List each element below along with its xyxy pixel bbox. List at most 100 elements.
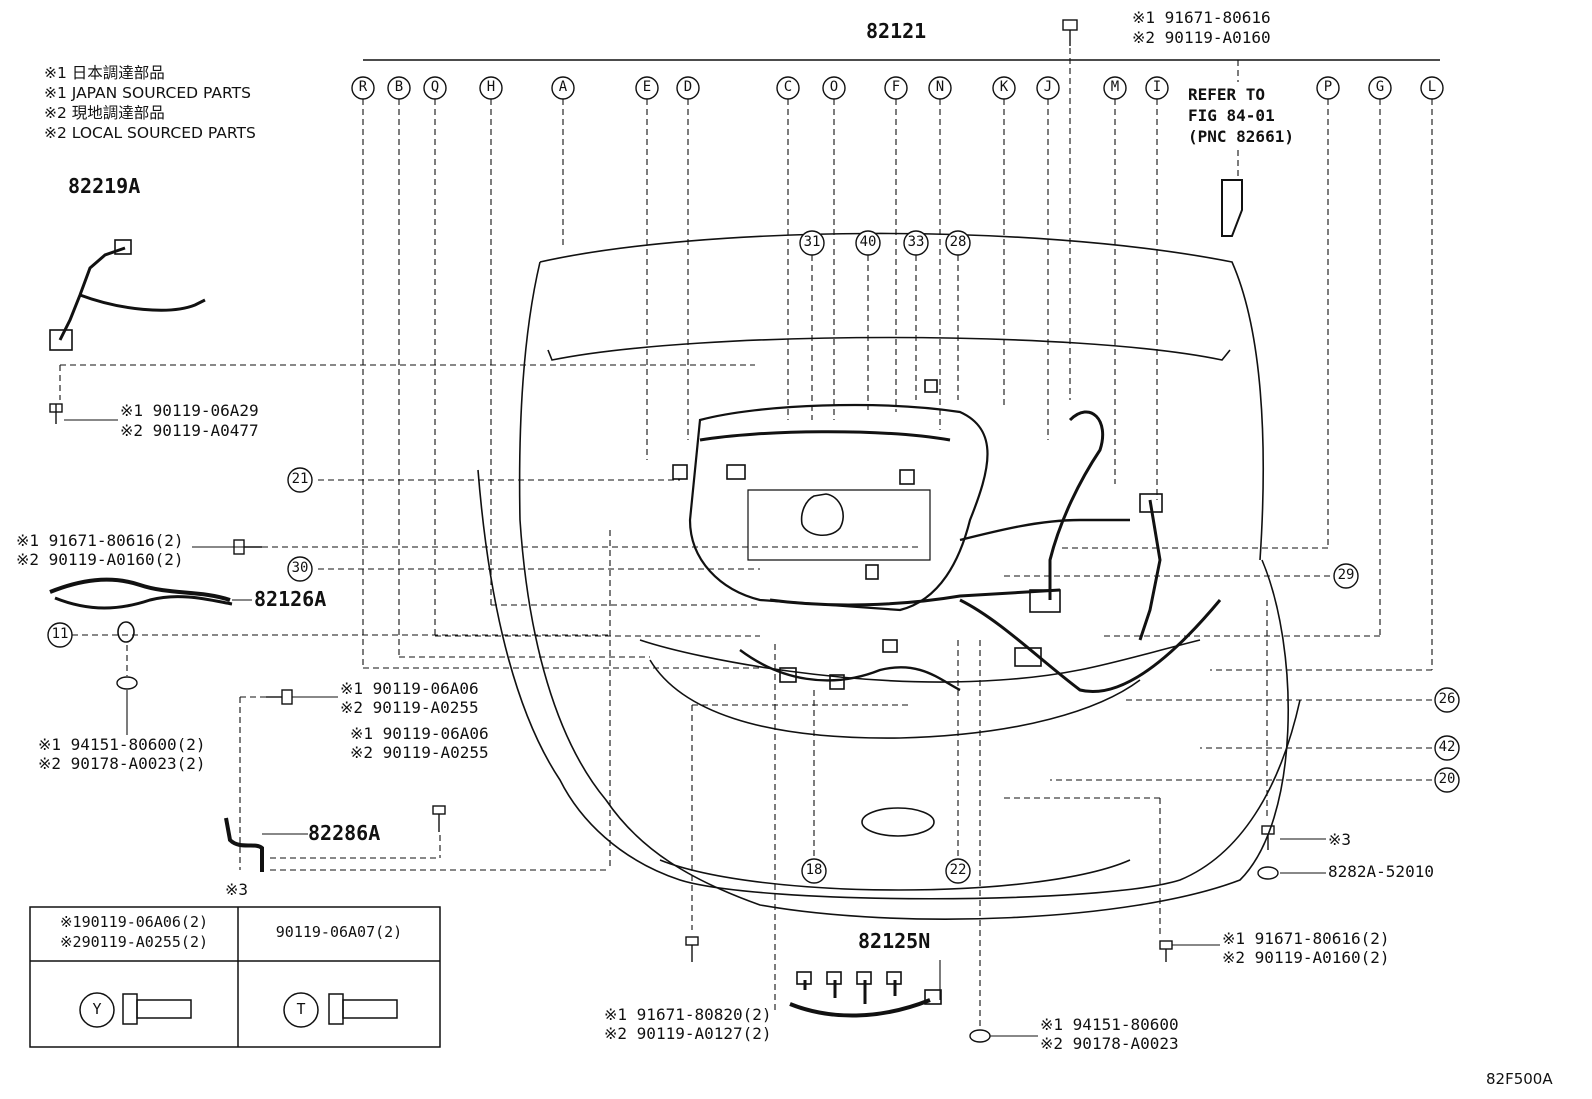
legend-japan-jp: ※1 日本調達部品 xyxy=(44,64,165,82)
fastener-8-japan: ※1 91671-80616(2) xyxy=(1222,929,1390,948)
fastener-4-japan: ※1 90119-06A06 xyxy=(340,679,479,698)
legend-local-jp: ※2 現地調達部品 xyxy=(44,104,165,122)
connector-circle-h xyxy=(479,76,503,100)
callout-number-20: 20 xyxy=(1438,771,1456,787)
legend-japan-en: ※1 JAPAN SOURCED PARTS xyxy=(44,84,251,102)
fastener-3-local: ※2 90178-A0023(2) xyxy=(38,754,206,773)
connector-letter-k: K xyxy=(999,79,1009,95)
connector-circle-e xyxy=(635,76,659,100)
callout-circle-29 xyxy=(1333,563,1359,589)
fastener-8-local: ※2 90119-A0160(2) xyxy=(1222,948,1390,967)
connector-circle-r xyxy=(351,76,375,100)
callout-circle-26 xyxy=(1434,687,1460,713)
clip-part-number: 8282A-52010 xyxy=(1328,862,1434,881)
note-3-marker: ※3 xyxy=(225,880,249,899)
fastener-5-japan: ※1 90119-06A06 xyxy=(350,724,489,743)
callout-number-11: 11 xyxy=(51,626,69,642)
connector-circle-q xyxy=(423,76,447,100)
refer-line-1: REFER TO xyxy=(1188,85,1266,104)
connector-circle-l xyxy=(1420,76,1444,100)
fastener-6-japan: ※1 91671-80820(2) xyxy=(604,1005,772,1024)
callout-circle-21 xyxy=(287,467,313,493)
legend-local-en: ※2 LOCAL SOURCED PARTS xyxy=(44,124,256,142)
part-82121-label: 82121 xyxy=(866,19,927,43)
fastener-2-japan: ※1 91671-80616(2) xyxy=(16,531,184,550)
connector-letter-r: R xyxy=(358,79,368,95)
connector-circle-g xyxy=(1368,76,1392,100)
connector-letter-e: E xyxy=(642,79,652,95)
connector-circle-f xyxy=(884,76,908,100)
connector-letter-o: O xyxy=(829,79,839,95)
callout-number-26: 26 xyxy=(1438,691,1456,707)
callout-number-30: 30 xyxy=(291,560,309,576)
fastener-4-local: ※2 90119-A0255 xyxy=(340,698,479,717)
connector-letter-b: B xyxy=(394,79,404,95)
callout-number-21: 21 xyxy=(291,471,309,487)
table-left-japan: ※190119-06A06(2) xyxy=(59,913,209,931)
callout-circle-11 xyxy=(47,622,73,648)
refer-line-2: FIG 84-01 xyxy=(1188,106,1275,125)
connector-circle-c xyxy=(776,76,800,100)
connector-letter-l: L xyxy=(1427,79,1437,95)
callout-circle-40 xyxy=(855,230,881,256)
fastener-6-local: ※2 90119-A0127(2) xyxy=(604,1024,772,1043)
part-82219a-label: 82219A xyxy=(68,174,141,198)
callout-circle-42 xyxy=(1434,735,1460,761)
note-3-bolt-marker: ※3 xyxy=(1328,830,1352,849)
connector-letter-p: P xyxy=(1323,79,1333,95)
callout-circle-20 xyxy=(1434,767,1460,793)
connector-letter-i: I xyxy=(1152,79,1162,95)
connector-circle-i xyxy=(1145,76,1169,100)
callout-circle-22 xyxy=(945,858,971,884)
callout-number-29: 29 xyxy=(1337,567,1355,583)
connector-circle-o xyxy=(822,76,846,100)
callout-number-33: 33 xyxy=(907,234,925,250)
connector-circle-d xyxy=(676,76,700,100)
callout-circle-30 xyxy=(287,556,313,582)
callout-circle-31 xyxy=(799,230,825,256)
connector-letter-h: H xyxy=(486,79,496,95)
refer-line-3: (PNC 82661) xyxy=(1188,127,1294,146)
table-symbol-y: Y xyxy=(92,1000,102,1018)
callout-number-40: 40 xyxy=(859,234,877,250)
fastener-3-japan: ※1 94151-80600(2) xyxy=(38,735,206,754)
connector-circle-a xyxy=(551,76,575,100)
connector-letter-m: M xyxy=(1110,79,1120,95)
fastener-5-local: ※2 90119-A0255 xyxy=(350,743,489,762)
connector-circle-k xyxy=(992,76,1016,100)
connector-letter-d: D xyxy=(683,79,693,95)
connector-letter-j: J xyxy=(1043,79,1053,95)
callout-circle-28 xyxy=(945,230,971,256)
callout-number-22: 22 xyxy=(949,862,967,878)
connector-circle-m xyxy=(1103,76,1127,100)
connector-letter-a: A xyxy=(558,79,568,95)
top-bolt-japan: ※1 91671-80616 xyxy=(1132,8,1271,27)
fastener-1-local: ※2 90119-A0477 xyxy=(120,421,259,440)
fastener-7-local: ※2 90178-A0023 xyxy=(1040,1034,1179,1053)
callout-number-18: 18 xyxy=(805,862,823,878)
callout-circle-18 xyxy=(801,858,827,884)
fastener-2-local: ※2 90119-A0160(2) xyxy=(16,550,184,569)
part-82125n-label: 82125N xyxy=(858,929,931,953)
fastener-7-japan: ※1 94151-80600 xyxy=(1040,1015,1179,1034)
callout-number-28: 28 xyxy=(949,234,967,250)
connector-letter-g: G xyxy=(1375,79,1385,95)
connector-letter-n: N xyxy=(935,79,945,95)
connector-circle-j xyxy=(1036,76,1060,100)
callout-number-42: 42 xyxy=(1438,739,1456,755)
table-right-part: 90119-06A07(2) xyxy=(275,923,403,941)
connector-letter-c: C xyxy=(783,79,793,95)
fastener-1-japan: ※1 90119-06A29 xyxy=(120,401,259,420)
connector-circle-b xyxy=(387,76,411,100)
part-82286a-label: 82286A xyxy=(308,821,381,845)
callout-circle-33 xyxy=(903,230,929,256)
table-left-local: ※290119-A0255(2) xyxy=(59,933,209,951)
part-82126a-label: 82126A xyxy=(254,587,327,611)
top-bolt-local: ※2 90119-A0160 xyxy=(1132,28,1271,47)
connector-circle-n xyxy=(928,76,952,100)
connector-circle-p xyxy=(1316,76,1340,100)
refer-note: REFER TO FIG 84-01 (PNC 82661) xyxy=(1188,84,1294,147)
table-symbol-t: T xyxy=(296,1000,306,1018)
figure-code: 82F500A xyxy=(1486,1070,1553,1088)
